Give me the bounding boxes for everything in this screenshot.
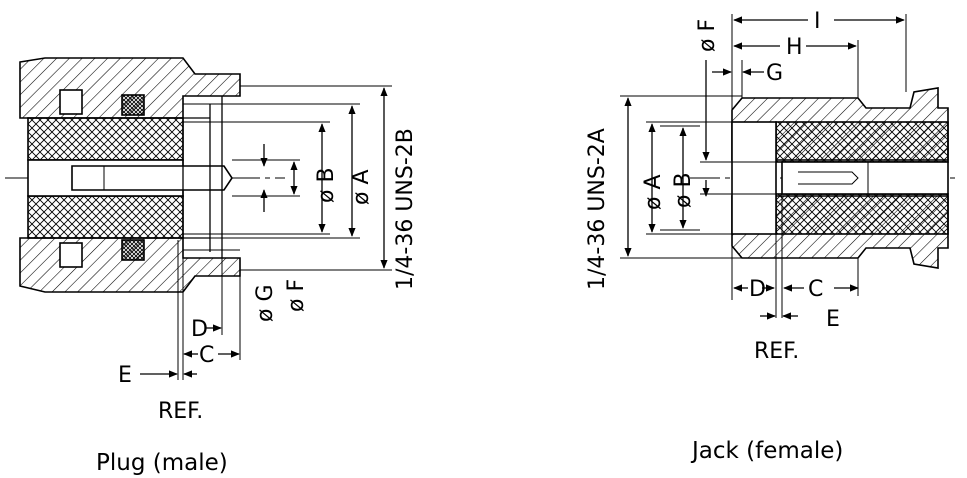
jack-dim-e-label: E [826, 307, 840, 332]
jack-thread-label: 1/4-36 UNS-2A [585, 128, 610, 290]
plug-dim-c-label: C [199, 343, 214, 368]
plug-dim-f-label: ø F [284, 279, 309, 312]
plug-dim-e-label: E [118, 363, 132, 388]
jack-dim-d-label: D [749, 277, 766, 302]
jack-drawing [620, 14, 960, 320]
plug-center-pin [71, 165, 233, 191]
plug-thread-label: 1/4-36 UNS-2B [393, 128, 418, 290]
plug-gasket-top [121, 94, 145, 116]
plug-dim-g-label: ø G [253, 284, 278, 322]
jack-dim-c-label: C [808, 277, 823, 302]
jack-caption: Jack (female) [690, 438, 843, 464]
jack-center-contact [781, 161, 949, 195]
jack-dim-a-label: ø A [641, 174, 666, 210]
plug-dim-d-label: D [191, 317, 208, 342]
plug-drawing [5, 57, 392, 380]
jack-bore [731, 121, 777, 235]
plug-dim-b-label: ø B [314, 167, 339, 203]
plug-dim-a-label: ø A [349, 169, 374, 205]
jack-dim-h-label: H [786, 35, 803, 60]
jack-dim-i-label: I [814, 9, 821, 34]
plug-screw-top [59, 89, 83, 115]
jack-dim-g-label: G [766, 61, 783, 86]
plug-dielectric-top [27, 117, 184, 161]
plug-ref-label: REF. [158, 399, 203, 424]
plug-gasket-bottom [121, 239, 145, 261]
jack-dim-b-label: ø B [671, 172, 696, 208]
jack-dim-f-label: ø F [695, 19, 720, 52]
plug-screw-bottom [59, 242, 83, 268]
plug-dielectric-bottom [27, 195, 184, 239]
plug-caption: Plug (male) [96, 450, 228, 476]
jack-ref-label: REF. [754, 339, 799, 364]
jack-dielectric-bottom [775, 193, 949, 235]
jack-dielectric-top [775, 121, 949, 163]
